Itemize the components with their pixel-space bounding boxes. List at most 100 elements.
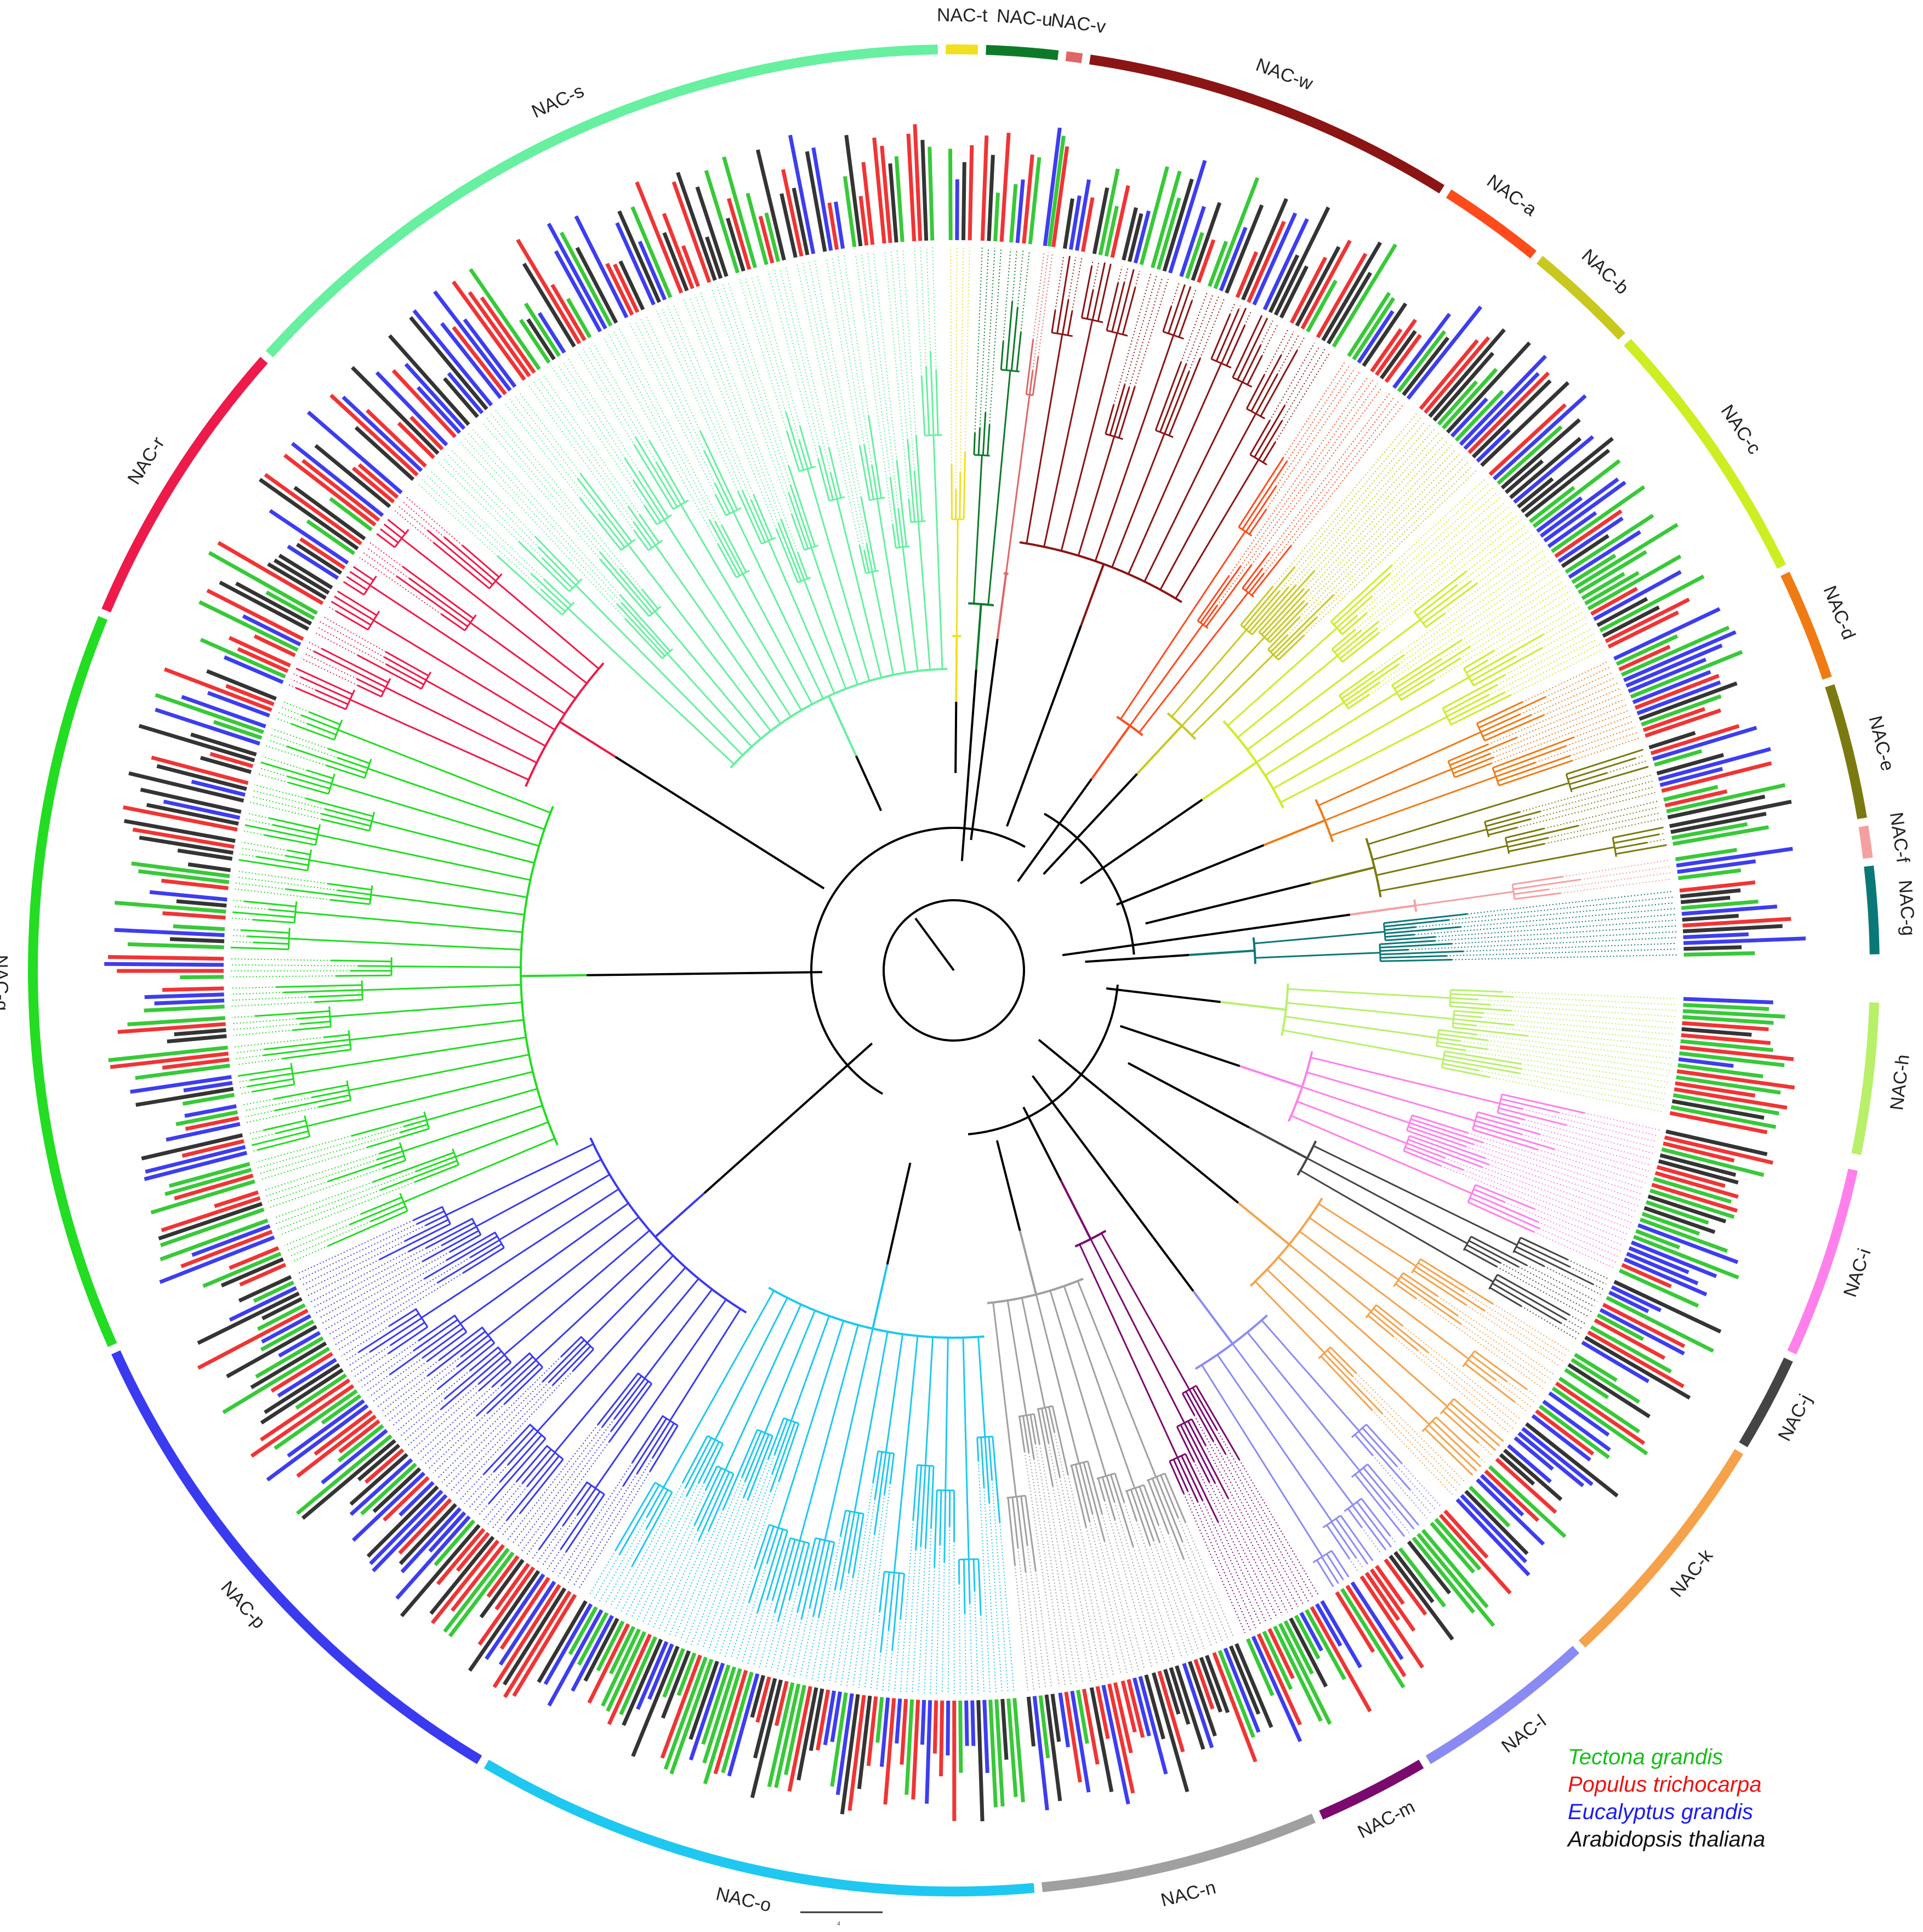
tip-label bbox=[1032, 1696, 1049, 1811]
tip-label bbox=[1289, 1617, 1328, 1687]
leaf-branch bbox=[396, 575, 468, 627]
tip-label bbox=[1434, 1518, 1482, 1571]
tip-label bbox=[468, 291, 531, 378]
leaf-connector bbox=[232, 917, 253, 920]
subclade-stem bbox=[1111, 433, 1165, 568]
leaf-branch bbox=[624, 457, 665, 520]
tip-label bbox=[1654, 1171, 1739, 1199]
tip-label bbox=[1262, 1630, 1293, 1690]
leaf-branch bbox=[372, 1151, 454, 1183]
tip-label bbox=[1681, 905, 1778, 916]
leaf-branch bbox=[1514, 888, 1549, 895]
leaf-branch bbox=[1232, 315, 1263, 378]
leaf-connector bbox=[518, 391, 581, 474]
tip-label bbox=[1437, 380, 1478, 426]
subclade-arc bbox=[974, 454, 990, 457]
leaf-connector bbox=[958, 1583, 961, 1694]
leaf-branch bbox=[887, 1572, 895, 1630]
subclade-stem bbox=[401, 537, 588, 684]
tip-label bbox=[1676, 1075, 1781, 1095]
subclade-stem bbox=[806, 468, 871, 681]
subclade-stem bbox=[1318, 731, 1482, 806]
leaf-connector bbox=[876, 1652, 881, 1690]
leaf-connector bbox=[495, 410, 643, 590]
leaf-branch bbox=[633, 521, 653, 548]
tip-label bbox=[469, 268, 541, 371]
tip-label bbox=[1476, 428, 1511, 463]
backbone-arc-lower bbox=[968, 984, 1119, 1135]
leaf-branch bbox=[251, 1130, 309, 1146]
tip-label bbox=[1299, 1612, 1323, 1652]
leaf-connector bbox=[334, 1282, 439, 1346]
leaf-branch bbox=[1118, 386, 1136, 439]
leaf-connector bbox=[313, 1247, 426, 1308]
subclade-stem bbox=[1143, 382, 1243, 582]
clade-arc bbox=[1194, 1314, 1268, 1370]
tip-label bbox=[150, 1179, 255, 1215]
leaf-branch bbox=[883, 1453, 891, 1495]
leaf-connector bbox=[1294, 417, 1421, 568]
leaf-branch bbox=[872, 1451, 879, 1483]
tip-label bbox=[660, 1654, 702, 1759]
leaf-connector bbox=[873, 251, 897, 461]
tip-label bbox=[1463, 372, 1540, 450]
tip-label bbox=[1605, 598, 1690, 644]
leaf-connector bbox=[1497, 1266, 1590, 1318]
leaf-branch bbox=[437, 1243, 503, 1283]
tip-labels bbox=[104, 124, 1806, 1822]
tip-label bbox=[190, 732, 257, 757]
clade-label: NAC-j bbox=[1774, 1391, 1816, 1445]
tip-label bbox=[184, 1104, 237, 1118]
leaf-connector bbox=[932, 247, 937, 370]
backbone-branch bbox=[1043, 773, 1138, 875]
tip-label bbox=[269, 509, 349, 565]
subclade-stem bbox=[371, 820, 535, 864]
leaf-branch bbox=[516, 1445, 548, 1482]
clade-arc bbox=[525, 662, 605, 787]
subclade-stem bbox=[885, 1334, 904, 1453]
subclade-stem bbox=[955, 519, 959, 637]
tip-label bbox=[1658, 747, 1771, 781]
leaf-branch bbox=[1567, 757, 1636, 780]
leaf-branch bbox=[1245, 568, 1264, 592]
leaf-connector bbox=[1488, 638, 1597, 696]
leaf-branch bbox=[1258, 420, 1283, 461]
leaf-branch bbox=[313, 650, 386, 688]
tip-label bbox=[161, 878, 229, 890]
leaf-branch bbox=[343, 581, 365, 596]
leaf-branch bbox=[1334, 629, 1362, 653]
leaf-connector bbox=[1500, 1262, 1592, 1312]
tip-label bbox=[726, 198, 752, 270]
leaf-branch bbox=[379, 1146, 402, 1155]
tip-label bbox=[1398, 1547, 1447, 1608]
leaf-branch bbox=[1173, 286, 1192, 336]
clade-ring-segment bbox=[111, 1350, 482, 1764]
leaf-branch bbox=[309, 994, 362, 998]
tip-label bbox=[840, 1694, 860, 1815]
leaf-connector bbox=[528, 384, 635, 531]
leaf-connector bbox=[1390, 1535, 1397, 1544]
tip-label bbox=[1101, 1685, 1130, 1805]
clade-label: NAC-n bbox=[1159, 1877, 1218, 1911]
clade-arc bbox=[768, 1286, 985, 1339]
leaf-connector bbox=[1460, 590, 1571, 659]
leaf-branch bbox=[697, 1469, 726, 1531]
tip-label bbox=[163, 799, 241, 820]
leaf-branch bbox=[1262, 441, 1276, 463]
tip-label bbox=[306, 411, 403, 495]
tip-label bbox=[270, 1352, 333, 1393]
leaf-connector bbox=[1607, 760, 1647, 774]
tip-label bbox=[1677, 868, 1742, 880]
leaf-connector bbox=[1209, 1482, 1278, 1618]
legend-item-arabidopsis: Arabidopsis thaliana bbox=[1568, 1827, 1766, 1851]
leaf-connector bbox=[741, 1612, 758, 1663]
tip-label bbox=[149, 890, 227, 902]
leaf-connector bbox=[1159, 1542, 1199, 1652]
backbone-branch bbox=[615, 755, 825, 890]
leaf-connector bbox=[1659, 833, 1665, 835]
leaf-connector bbox=[288, 684, 297, 689]
leaf-branch bbox=[1425, 612, 1446, 628]
leaf-branch bbox=[1130, 1489, 1151, 1546]
leaf-branch bbox=[1188, 1389, 1227, 1454]
leaf-connector bbox=[369, 542, 403, 567]
